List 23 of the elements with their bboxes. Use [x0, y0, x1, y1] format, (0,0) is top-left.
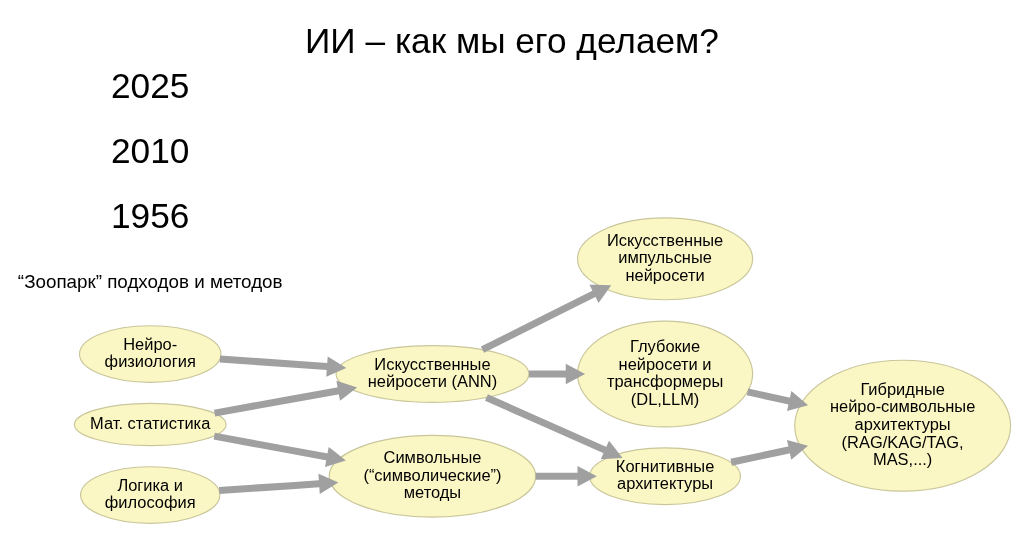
node-ellipse: Символьные (“символические”) методы: [328, 434, 537, 518]
label: 2025: [111, 65, 190, 105]
diagram-title: ИИ – как мы его делаем?: [305, 20, 719, 60]
label: 1956: [111, 195, 190, 235]
arrow: [219, 354, 347, 377]
node-ellipse: Гибридные нейро-символьные архитектуры (RAG/KAG/TAG, MAS,...): [794, 359, 1012, 492]
arrow: [480, 284, 612, 353]
node-ellipse: Логика и философия: [79, 465, 221, 524]
arrow: [218, 473, 339, 494]
label: “Зоопарк” подходов и методов: [17, 270, 283, 292]
arrow: [485, 393, 623, 459]
arrow: [213, 432, 346, 467]
node-ellipse: Нейро- физиология: [78, 324, 222, 383]
node-ellipse: Искусственные импульсные нейросети: [576, 216, 754, 300]
node-ellipse: Глубокие нейросети и трансформеры (DL,LLM): [576, 320, 754, 427]
node-ellipse: Когнитивные архитектуры: [589, 446, 742, 505]
arrow: [528, 363, 586, 384]
arrow: [746, 387, 809, 411]
arrow: [535, 465, 597, 486]
arrow: [213, 380, 358, 417]
label: 2010: [111, 130, 190, 170]
node-ellipse: Мат. статистика: [73, 402, 227, 446]
arrow: [730, 439, 809, 466]
